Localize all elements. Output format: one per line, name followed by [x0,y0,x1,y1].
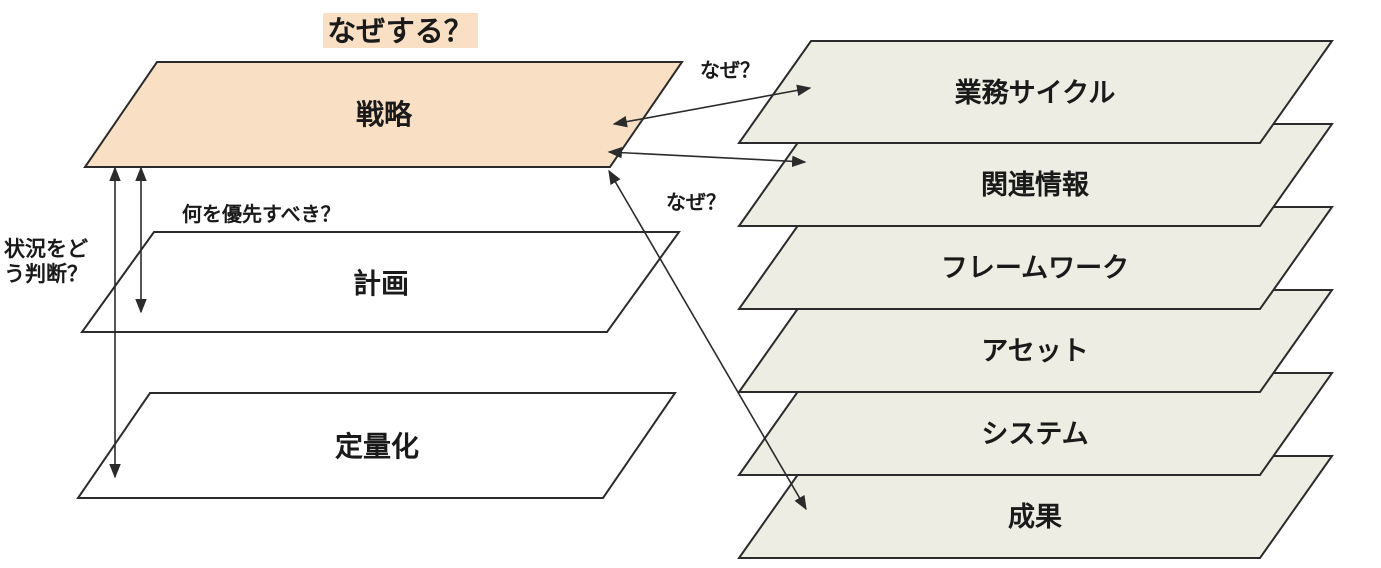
note-why-top: なぜ？ [700,59,760,82]
label-asset: アセット [981,336,1088,366]
note-why-mid: なぜ？ [666,191,726,214]
label-framework: フレームワーク [941,253,1129,283]
layer-plan [80,231,681,333]
label-related-info: 関連情報 [981,170,1090,200]
arrow-strategy-business-cycle [612,84,812,128]
label-system: システム [981,419,1088,449]
layer-quantify [76,392,677,499]
label-plan: 計画 [353,267,409,299]
label-quantify: 定量化 [335,430,419,462]
label-results: 成果 [1008,502,1062,532]
diagram-title: なぜする？ [327,16,473,48]
note-situation-line2: う判断？ [4,262,88,286]
note-situation-line1: 状況をど [4,237,88,261]
title-highlight [323,13,478,48]
note-priority-question: 何を優先すべき？ [182,202,341,226]
arrow-strategy-related-info [607,146,807,168]
label-strategy: 戦略 [356,99,413,130]
arrow-strategy-results [608,169,807,511]
label-business-cycle: 業務サイクル [955,78,1116,108]
